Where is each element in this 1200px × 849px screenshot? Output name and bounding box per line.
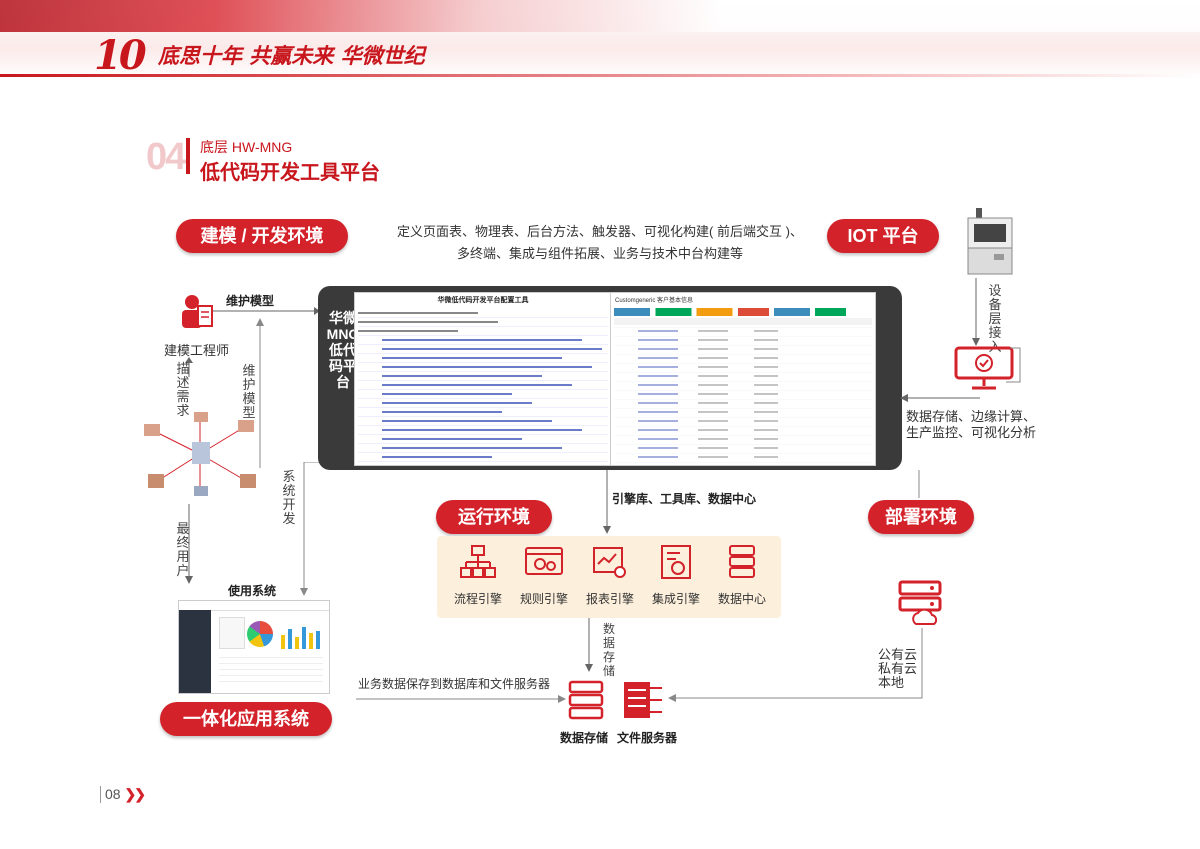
- save-note-arrow: [356, 695, 566, 703]
- config-tool-title: 华微低代码开发平台配置工具: [437, 297, 529, 304]
- report-engine-label: 报表引擎: [585, 592, 634, 606]
- deploy-to-storage-line: [668, 628, 923, 702]
- description-line-2: 多终端、集成与组件拓展、业务与技术中台构建等: [456, 246, 743, 261]
- describe-needs-label: 描述需求: [176, 361, 190, 418]
- system-dev-line: [300, 462, 322, 596]
- up-arrow-icon: [185, 357, 193, 377]
- device-access-label: 设备层接入: [988, 283, 1002, 354]
- database-icon: [568, 680, 604, 720]
- flow-engine-icon: [460, 545, 496, 578]
- data-grid-screenshot: Customgeneric 客户基本信息: [610, 292, 876, 466]
- deploy-env-pill: 部署环境: [868, 500, 974, 534]
- runtime-env-pill: 运行环境: [436, 500, 552, 534]
- report-engine-icon: [593, 547, 626, 578]
- cloud-options-label: 公有云私有云本地: [878, 647, 918, 690]
- rule-engine-label: 规则引擎: [519, 592, 568, 606]
- rule-engine-icon: [525, 547, 563, 575]
- iot-capabilities-line-2: 生产监控、可视化分析: [906, 425, 1037, 440]
- runtime-to-storage-arrow: [585, 618, 593, 672]
- engineer-icon: [182, 295, 213, 328]
- data-storage-vertical-label: 数据存储: [602, 622, 615, 678]
- runtime-libs-label: 引擎库、工具库、数据中心: [612, 492, 757, 506]
- data-center-icon: [729, 545, 755, 578]
- data-grid-tab: Customgeneric 客户基本信息: [615, 298, 694, 304]
- iot-capabilities-line-1: 数据存储、边缘计算、: [906, 409, 1037, 424]
- maintain-model-arrow: [212, 307, 320, 315]
- flow-engine-label: 流程引擎: [453, 592, 502, 606]
- file-server-label: 文件服务器: [617, 731, 678, 745]
- page-chevron-icon: ❯❯: [124, 786, 146, 802]
- platform-side-label: 华微 MNG 低代码平台: [326, 310, 360, 390]
- iot-platform-pill: IOT 平台: [827, 219, 939, 253]
- device-down-arrow: [972, 278, 980, 346]
- description-line-1: 定义页面表、物理表、后台方法、触发器、可视化构建( 前后端交互 )、: [397, 224, 803, 239]
- system-dev-label: 系统开发: [282, 469, 296, 526]
- maintain-model-up-line: [256, 318, 264, 468]
- data-center-label: 数据中心: [717, 592, 766, 606]
- iot-to-platform-arrow: [900, 394, 980, 402]
- file-server-icon: [624, 682, 662, 718]
- iot-capabilities: 数据存储、边缘计算、 生产监控、可视化分析: [906, 409, 1036, 441]
- app-system-screenshot: [178, 600, 330, 694]
- header-slogan: 底思十年 共赢未来 华微世纪: [158, 43, 425, 68]
- monitor-icon: [954, 346, 1014, 390]
- platform-description: 定义页面表、物理表、后台方法、触发器、可视化构建( 前后端交互 )、 多终端、集…: [390, 221, 810, 265]
- flow-engine: 流程引擎: [448, 544, 508, 607]
- section-divider: [186, 138, 190, 174]
- anniversary-logo: 10: [94, 32, 147, 79]
- data-storage-label: 数据存储: [560, 731, 609, 745]
- integrated-system-pill: 一体化应用系统: [160, 702, 332, 736]
- section-number: 04: [146, 136, 186, 178]
- section-subtitle: 底层 HW-MNG: [200, 139, 293, 155]
- config-tool-screenshot: 华微低代码开发平台配置工具: [354, 292, 612, 466]
- integration-engine: 集成引擎: [646, 544, 706, 607]
- network-illustration: [144, 412, 256, 496]
- report-engine: 报表引擎: [580, 544, 640, 607]
- platform-down-line: [603, 470, 611, 534]
- save-note-label: 业务数据保存到数据库和文件服务器: [358, 677, 551, 691]
- integration-engine-label: 集成引擎: [651, 592, 700, 606]
- maintain-model-label: 维护模型: [226, 294, 275, 308]
- page-number: 08 ❯❯: [100, 786, 146, 803]
- data-center: 数据中心: [712, 544, 772, 607]
- down-arrow-icon: [185, 504, 193, 584]
- rule-engine: 规则引擎: [514, 544, 574, 607]
- iot-device-icon: [967, 208, 1013, 275]
- integration-engine-icon: [661, 545, 691, 579]
- use-system-label: 使用系统: [228, 584, 277, 598]
- end-user-label: 最终用户: [176, 521, 190, 578]
- server-cloud-icon: [898, 580, 942, 625]
- page-number-text: 08: [105, 786, 121, 802]
- iot-connector: [1006, 347, 1021, 383]
- deploy-up-line: [918, 470, 920, 498]
- maintain-model-vertical-label: 维护模型: [242, 363, 256, 420]
- section-title: 低代码开发工具平台: [200, 162, 380, 184]
- modeling-env-pill: 建模 / 开发环境: [176, 219, 348, 253]
- engineer-label: 建模工程师: [164, 343, 230, 358]
- header-line: [0, 74, 1200, 77]
- header-stripe: [0, 0, 1200, 32]
